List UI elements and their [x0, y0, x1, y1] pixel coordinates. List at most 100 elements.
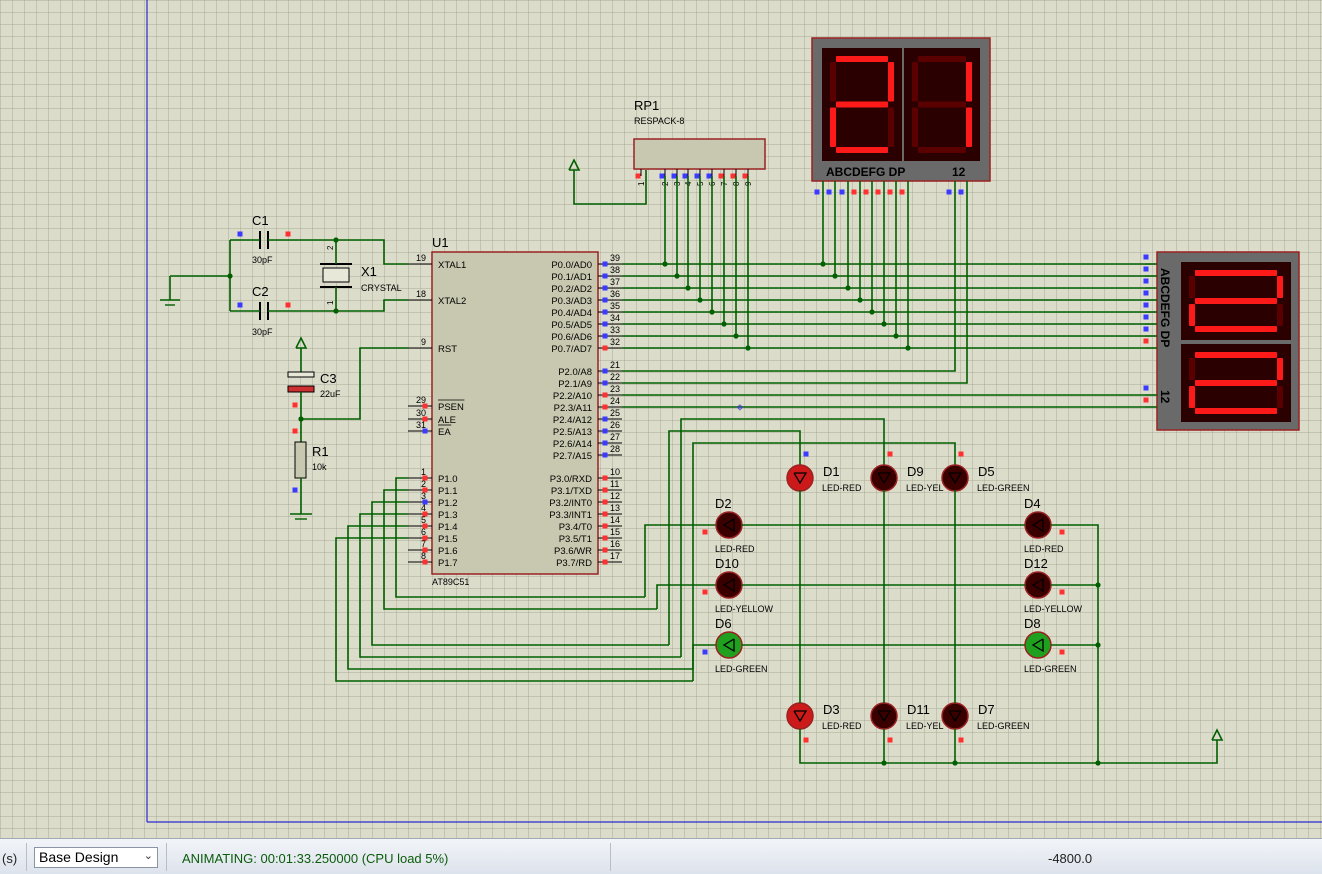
segment-a — [918, 56, 966, 62]
separator — [26, 843, 27, 871]
pin-state-high — [422, 416, 428, 422]
led-ref: D9 — [907, 464, 924, 479]
capacitor-c3-ref: C3 — [320, 371, 337, 386]
schematic-drawing[interactable]: U1AT89C5119XTAL118XTAL29RST29PSEN30ALE31… — [0, 0, 1322, 838]
pin-state-high — [635, 173, 641, 179]
led-symbol — [793, 710, 808, 723]
ic-pin-number: 15 — [610, 527, 620, 537]
pin-state-low — [946, 189, 952, 195]
display-top-digit-2 — [904, 48, 980, 161]
ic-pin-number: 28 — [610, 444, 620, 454]
segment-a — [1195, 352, 1277, 358]
separator — [166, 843, 167, 871]
display-top-common-label: 12 — [952, 165, 966, 179]
crystal-pin-number: 1 — [326, 300, 335, 305]
led-ref: D6 — [715, 616, 732, 631]
ic-pin-name: P2.4/A12 — [553, 415, 592, 426]
pin-state-high — [292, 428, 298, 434]
resistor-r1-value: 10k — [312, 462, 327, 472]
ic-pin-name: P3.6/WR — [554, 546, 592, 557]
segment-e — [1189, 386, 1195, 408]
led-d1[interactable] — [786, 464, 814, 492]
ic-pin-number: 34 — [610, 313, 620, 323]
capacitor-c3-plate — [287, 385, 315, 393]
ic-pin-name: P0.0/AD0 — [551, 260, 592, 271]
pin-state-high — [718, 173, 724, 179]
ic-pin-number: 9 — [421, 337, 426, 347]
segment-f — [1189, 358, 1195, 380]
resistor-r1-ref: R1 — [312, 444, 329, 459]
ic-pin-number: 22 — [610, 372, 620, 382]
pin-state-low — [1143, 266, 1149, 272]
junction-dot — [893, 333, 899, 339]
pin-state-low — [292, 487, 298, 493]
pin-state-high — [602, 499, 608, 505]
wire — [335, 537, 693, 682]
pin-state-low — [706, 173, 712, 179]
crystal-pin-number: 2 — [326, 245, 335, 250]
pin-state-high — [602, 559, 608, 565]
respack-rp1-body[interactable] — [633, 138, 766, 170]
ic-pin-number: 14 — [610, 515, 620, 525]
pin-state-high — [602, 535, 608, 541]
led-d11[interactable] — [870, 702, 898, 730]
pin-state-low — [602, 440, 608, 446]
ic-pin-name: P3.5/T1 — [559, 534, 592, 545]
pin-state-low — [602, 452, 608, 458]
junction-dot — [298, 416, 304, 422]
pin-state-low — [702, 649, 708, 655]
led-ref: D10 — [715, 556, 739, 571]
wire — [301, 347, 408, 420]
ic-pin-name: P1.2 — [438, 498, 458, 509]
design-select[interactable]: Base Design ⌄ — [34, 847, 158, 868]
ic-pin-number: 29 — [416, 395, 426, 405]
led-d7[interactable] — [941, 702, 969, 730]
pin-state-low — [237, 302, 243, 308]
led-d5[interactable] — [941, 464, 969, 492]
pin-state-high — [422, 547, 428, 553]
ic-pin-name: P2.5/A13 — [553, 427, 592, 438]
ic-pin-number: 18 — [416, 289, 426, 299]
wire — [799, 729, 1218, 764]
pin-state-low — [602, 297, 608, 303]
junction-dot — [857, 297, 863, 303]
led-d4[interactable] — [1024, 511, 1052, 539]
ic-u1-body[interactable] — [431, 251, 599, 575]
ic-pin-name: P0.3/AD3 — [551, 296, 592, 307]
pin-state-high — [702, 529, 708, 535]
power-terminal — [1211, 728, 1224, 741]
segment-d — [1195, 408, 1277, 414]
ic-pin-number: 23 — [610, 384, 620, 394]
wire — [383, 489, 657, 610]
ic-pin-name: P1.7 — [438, 558, 458, 569]
ic-pin-name: P2.3/A11 — [554, 403, 592, 414]
led-d12[interactable] — [1024, 571, 1052, 599]
led-d2[interactable] — [715, 511, 743, 539]
led-value: LED-RED — [822, 483, 862, 493]
wire — [680, 418, 885, 657]
pin-state-low — [671, 173, 677, 179]
pin-state-high — [422, 403, 428, 409]
respack-rp1-value: RESPACK-8 — [634, 116, 684, 126]
led-d8[interactable] — [1024, 631, 1052, 659]
wire — [622, 190, 956, 372]
ic-pin-number: 7 — [421, 539, 426, 549]
wire — [268, 299, 408, 312]
cursor-coordinate: -4800.0 — [1048, 851, 1093, 866]
resistor-r1-body[interactable] — [294, 441, 307, 479]
led-d10[interactable] — [715, 571, 743, 599]
crystal-x1-body[interactable] — [322, 267, 350, 283]
ic-pin-name: P3.1/TXD — [551, 486, 592, 497]
ic-pin-number: 2 — [421, 479, 426, 489]
led-d9[interactable] — [870, 464, 898, 492]
display-right-digit-1 — [1181, 262, 1291, 340]
pin-state-high — [887, 451, 893, 457]
wire — [668, 430, 801, 645]
wire — [573, 170, 647, 205]
led-symbol — [877, 472, 892, 485]
led-d6[interactable] — [715, 631, 743, 659]
led-d3[interactable] — [786, 702, 814, 730]
